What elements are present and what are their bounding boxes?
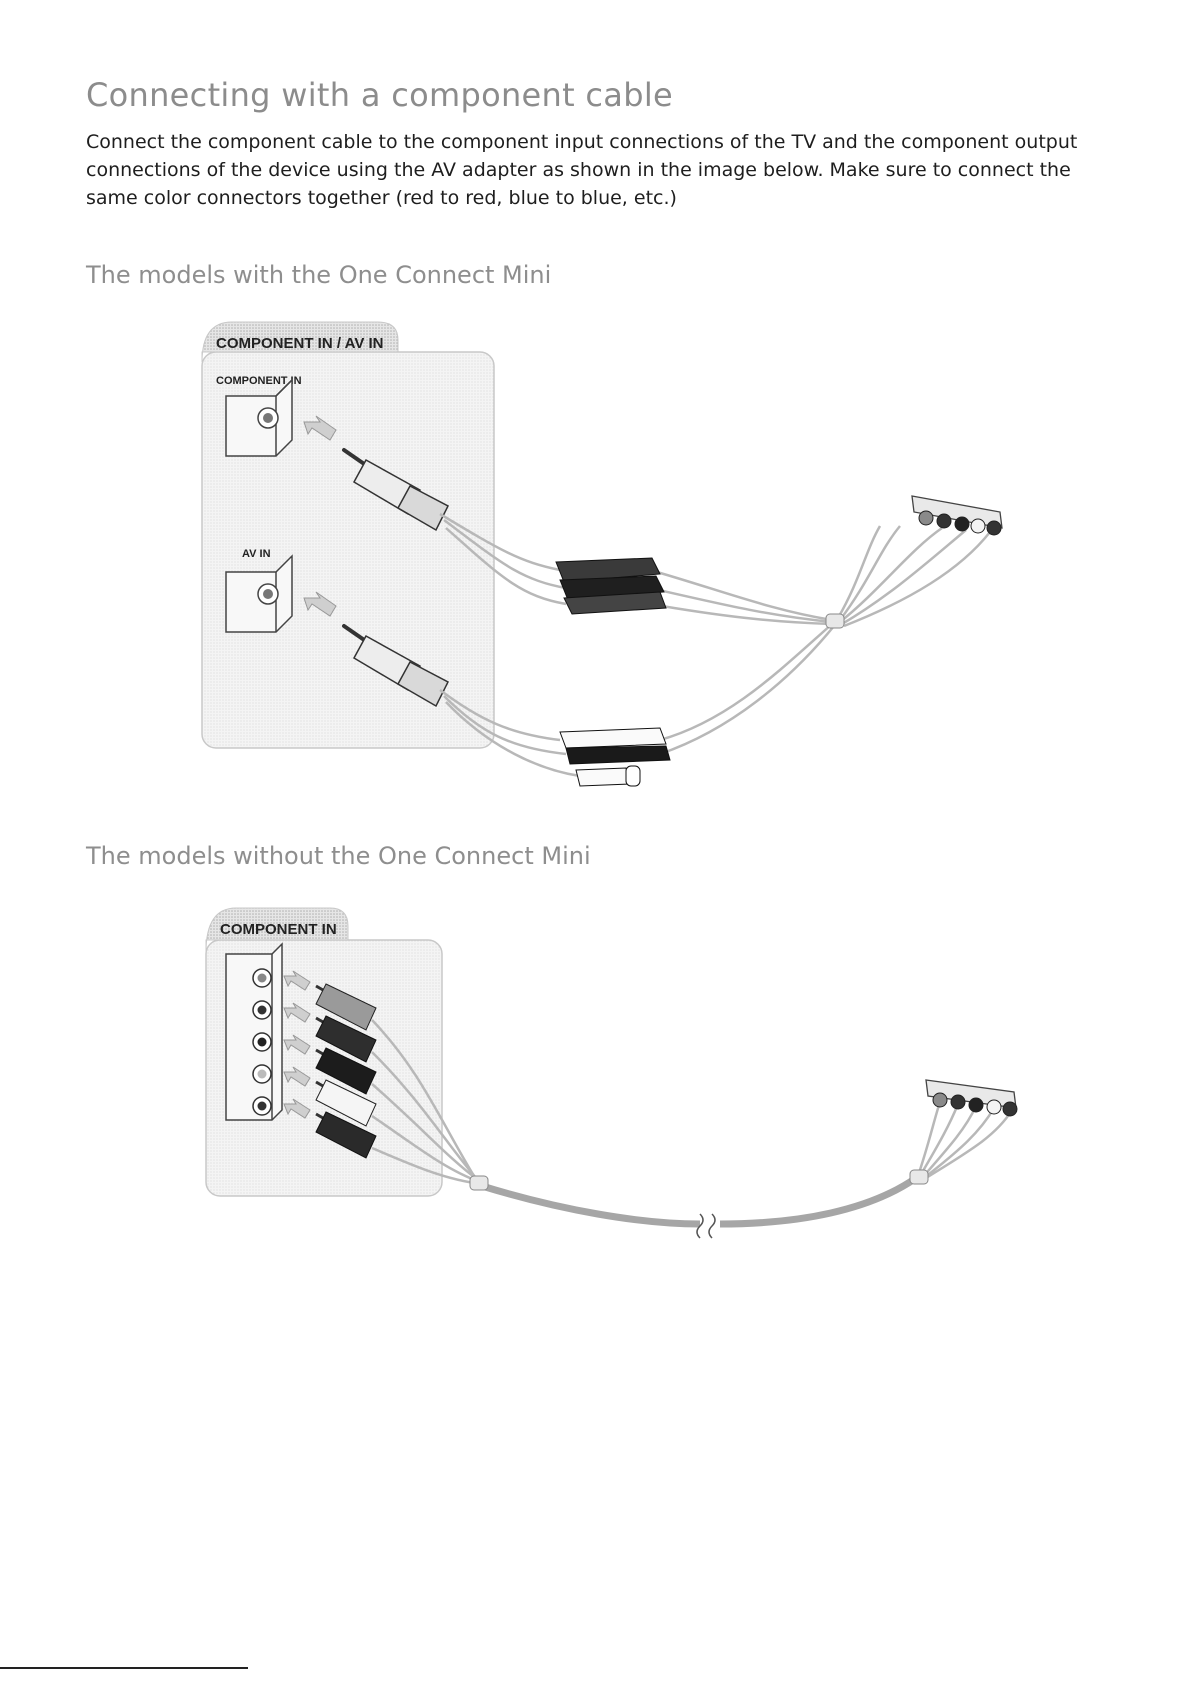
device-connector-icon (925, 1079, 1018, 1117)
rca-plug-icon (315, 1047, 377, 1095)
jack-plug-icon (342, 448, 449, 532)
arrow-left-icon (303, 591, 337, 617)
cable-break-icon (696, 1213, 716, 1239)
rca-plug-icon (315, 983, 377, 1031)
port-label-component-in: COMPONENT IN (216, 375, 302, 387)
rca-socket-icon (252, 968, 272, 988)
section-heading-with-mini: The models with the One Connect Mini (86, 261, 552, 289)
cable-clip (469, 1175, 489, 1191)
footer-rule (0, 1667, 248, 1669)
rca-plug-icon (315, 1015, 377, 1063)
rca-socket-icon (252, 1000, 272, 1020)
rca-plug-icon (315, 1111, 377, 1159)
arrow-left-icon (283, 1066, 311, 1087)
cable-clip (909, 1169, 929, 1185)
device-connector-icon (911, 495, 1003, 536)
arrow-left-icon (283, 1034, 311, 1055)
rca-socket-strip (225, 942, 283, 1121)
rca-coupler-icon (555, 557, 667, 615)
arrow-left-icon (303, 415, 337, 441)
component-cable (371, 1019, 1014, 1228)
rca-socket-icon (252, 1032, 272, 1052)
arrow-left-icon (283, 970, 311, 991)
jack-socket-icon (225, 378, 293, 457)
rca-socket-icon (252, 1096, 272, 1116)
rca-socket-icon (252, 1064, 272, 1084)
jack-socket-icon (225, 554, 293, 633)
port-label-av-in: AV IN (242, 548, 271, 560)
panel-label: COMPONENT IN / AV IN (216, 335, 384, 352)
diagram-with-one-connect-mini: COMPONENT IN / AV IN COMPONENT IN AV IN (201, 321, 1003, 787)
rca-coupler-icon (559, 727, 671, 787)
rca-plug-icon (315, 1079, 377, 1127)
component-cable (439, 512, 991, 778)
diagram-without-one-connect-mini: COMPONENT IN (205, 907, 1018, 1239)
arrow-left-icon (283, 1002, 311, 1023)
panel-label: COMPONENT IN (220, 921, 337, 938)
jack-plug-icon (342, 624, 449, 708)
intro-paragraph: Connect the component cable to the compo… (86, 131, 1078, 209)
section-heading-without-mini: The models without the One Connect Mini (86, 842, 591, 870)
arrow-left-icon (283, 1098, 311, 1119)
page-title: Connecting with a component cable (86, 76, 674, 114)
cable-clip (825, 613, 845, 629)
